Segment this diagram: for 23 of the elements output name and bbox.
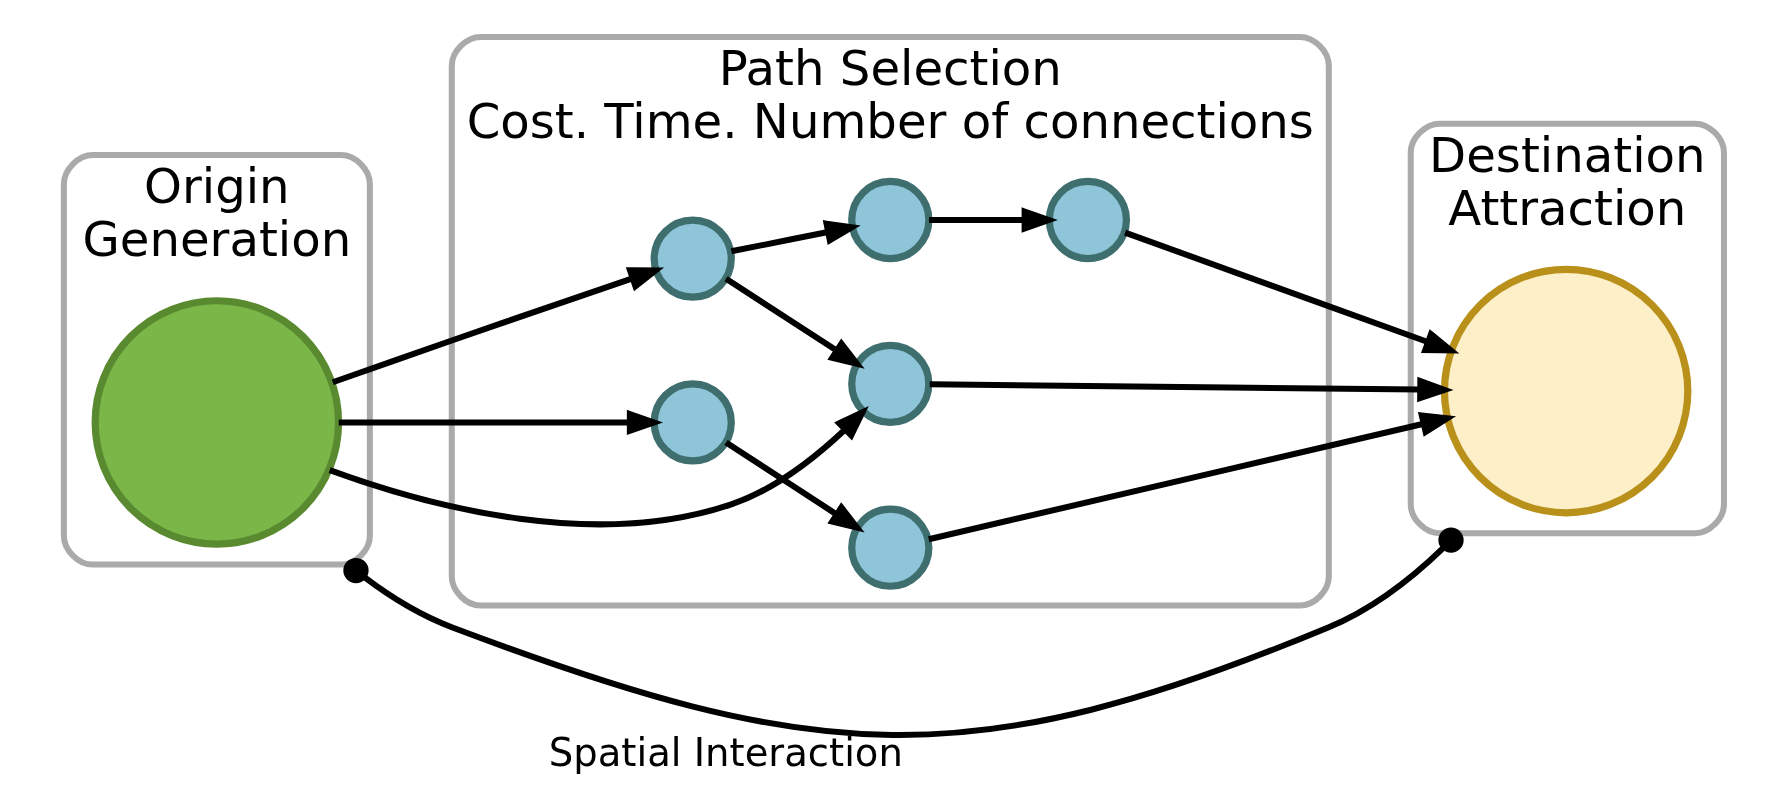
node-circle [650, 216, 735, 301]
cluster: Destination Attraction [1407, 120, 1727, 537]
arrow [928, 412, 1457, 543]
node-circle [91, 297, 343, 548]
node-circle [848, 177, 933, 263]
arrow [331, 267, 665, 386]
arrow [928, 207, 1058, 233]
node-circle [650, 380, 735, 465]
arrow [1124, 229, 1460, 354]
connector [343, 527, 1464, 738]
node-circle [1440, 265, 1692, 517]
cluster: Path Selection Cost. Time. Number of connections [448, 33, 1332, 609]
arrow [724, 276, 865, 369]
node-circle [1045, 177, 1131, 263]
node-circle [848, 505, 933, 590]
cluster: Origin Generation [60, 151, 373, 568]
edge-label: Spatial Interaction [548, 729, 903, 775]
arrow [338, 409, 664, 436]
node-circle [848, 341, 933, 427]
arrow [929, 376, 1454, 403]
arrow [328, 405, 869, 528]
arrow [730, 220, 861, 255]
arrow [724, 440, 865, 533]
